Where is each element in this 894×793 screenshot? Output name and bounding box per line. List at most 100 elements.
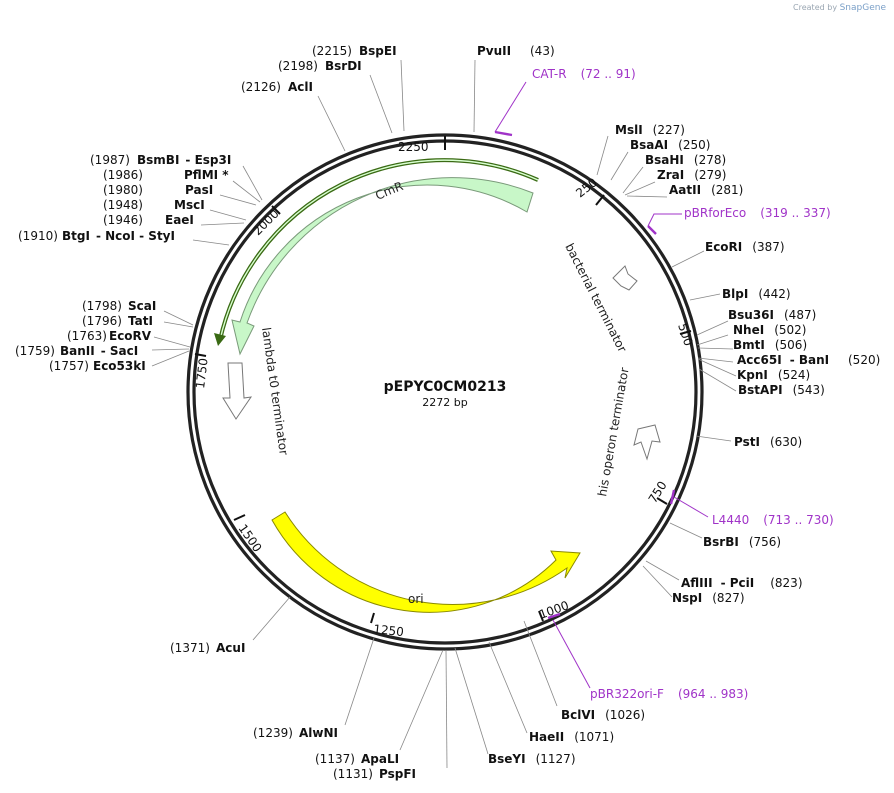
- enzyme-bsahi: BsaHI: [645, 153, 684, 167]
- enzyme-position: (281): [711, 183, 743, 197]
- enzyme-position: (1071): [574, 730, 614, 744]
- his-operon-terminator[interactable]: [633, 424, 661, 461]
- enzyme-tati: TatI: [128, 314, 153, 328]
- ori-feature[interactable]: [271, 511, 581, 613]
- enzyme-pflmi: PflMI *: [184, 168, 229, 182]
- enzyme-ecori: EcoRI: [705, 240, 742, 254]
- primer-pbrforeco: pBRforEco: [684, 206, 746, 220]
- enzyme-bstapi: BstAPI: [738, 383, 783, 397]
- enzyme-extra-bani: - BanI: [790, 353, 829, 367]
- enzyme-btgi: BtgI: [62, 229, 90, 243]
- backbone-outer: [186, 133, 704, 651]
- enzyme-bspei: BspEI: [359, 44, 397, 58]
- his-operon-terminator-label: his operon terminator: [595, 366, 631, 497]
- tick-1250: 1250: [373, 622, 405, 639]
- enzyme-aatii: AatII: [669, 183, 701, 197]
- enzyme-pspfi: PspFI: [379, 767, 416, 781]
- enzyme-position: (1987): [90, 153, 130, 167]
- snapgene-logo-text: SnapGene: [839, 3, 886, 13]
- bacterial-terminator[interactable]: [612, 265, 638, 291]
- enzyme-apali: ApaLI: [361, 752, 399, 766]
- enzyme-extra-saci: - SacI: [101, 344, 138, 358]
- enzyme-bsrbi: BsrBI: [703, 535, 739, 549]
- enzyme-position: (1763): [67, 329, 107, 343]
- enzyme-position: (543): [793, 383, 825, 397]
- enzyme-pvuii: PvuII: [477, 44, 511, 58]
- lambda-t0-terminator-label: lambda t0 terminator: [259, 326, 291, 455]
- enzyme-haeii: HaeII: [529, 730, 564, 744]
- enzyme-acui: AcuI: [216, 641, 245, 655]
- enzyme-msci: MscI: [174, 198, 205, 212]
- enzyme-position: (827): [712, 591, 744, 605]
- cmr-label: CmR: [373, 179, 405, 203]
- primer-range: (964 .. 983): [678, 687, 748, 701]
- enzyme-extra-esp3i: - Esp3I: [185, 153, 231, 167]
- tick-500: 500: [675, 322, 695, 348]
- enzyme-bmti: BmtI: [733, 338, 765, 352]
- enzyme-position: (524): [778, 368, 810, 382]
- enzyme-psti: PstI: [734, 435, 760, 449]
- enzyme-eco53ki: Eco53kI: [93, 359, 146, 373]
- primer-labels: CAT-R(72 .. 91)pBRforEco(319 .. 337)L444…: [532, 67, 834, 701]
- enzyme-position: (279): [694, 168, 726, 182]
- enzyme-labels: (2215)BspEI(2198)BsrDI(2126)AclIPvuII(43…: [15, 44, 880, 781]
- plasmid-name: pEPYC0CM0213: [384, 379, 507, 395]
- cmr-feature-outline-head: [214, 333, 226, 346]
- primer-l4440: L4440: [712, 513, 749, 527]
- enzyme-acli: AclI: [288, 80, 313, 94]
- enzyme-position: (1759): [15, 344, 55, 358]
- enzyme-position: (1946): [103, 213, 143, 227]
- snapgene-brand: Created by SnapGene: [793, 3, 886, 13]
- enzyme-position: (1948): [103, 198, 143, 212]
- enzyme-extra-pcii: - PciI: [721, 576, 755, 590]
- enzyme-position: (2126): [241, 80, 281, 94]
- enzyme-position: (823): [770, 576, 802, 590]
- enzyme-position: (756): [749, 535, 781, 549]
- enzyme-position: (487): [784, 308, 816, 322]
- ori-label: ori: [408, 592, 424, 606]
- enzyme-position: (278): [694, 153, 726, 167]
- created-by-text: Created by: [793, 3, 838, 12]
- enzyme-position: (1131): [333, 767, 373, 781]
- tick-1750: 1750: [193, 357, 211, 389]
- enzyme-position: (506): [775, 338, 807, 352]
- enzyme-extra-ncoi-styi: - NcoI - StyI: [96, 229, 175, 243]
- enzyme-bsaai: BsaAI: [630, 138, 668, 152]
- enzyme-position: (1137): [315, 752, 355, 766]
- bacterial-terminator-label: bacterial terminator: [562, 241, 629, 355]
- enzyme-msli: MslI: [615, 123, 643, 137]
- enzyme-ecorv: EcoRV: [109, 329, 152, 343]
- enzyme-eaei: EaeI: [165, 213, 194, 227]
- enzyme-nspi: NspI: [672, 591, 702, 605]
- enzyme-pasi: PasI: [185, 183, 213, 197]
- tick-750: 750: [646, 479, 670, 506]
- enzyme-position: (2215): [312, 44, 352, 58]
- cmr-feature[interactable]: [231, 177, 534, 356]
- enzyme-position: (630): [770, 435, 802, 449]
- primer-range: (72 .. 91): [581, 67, 636, 81]
- tick-2250: 2250: [398, 140, 429, 154]
- enzyme-scai: ScaI: [128, 299, 156, 313]
- enzyme-position: (227): [653, 123, 685, 137]
- lambda-t0-terminator[interactable]: [222, 362, 253, 420]
- primer-cat-r: CAT-R: [532, 67, 567, 81]
- plasmid-length: 2272 bp: [422, 396, 467, 409]
- enzyme-position: (1026): [605, 708, 645, 722]
- enzyme-leader-lines: [151, 59, 737, 769]
- enzyme-acc65i: Acc65I: [737, 353, 782, 367]
- enzyme-position: (1239): [253, 726, 293, 740]
- enzyme-position: (250): [678, 138, 710, 152]
- enzyme-position: (442): [758, 287, 790, 301]
- enzyme-bsu36i: Bsu36I: [728, 308, 774, 322]
- enzyme-zrai: ZraI: [657, 168, 684, 182]
- enzyme-afliii: AflIII: [681, 576, 713, 590]
- enzyme-bsrdi: BsrDI: [325, 59, 362, 73]
- enzyme-position: (1371): [170, 641, 210, 655]
- enzyme-position: (387): [752, 240, 784, 254]
- enzyme-position: (1798): [82, 299, 122, 313]
- enzyme-position: (2198): [278, 59, 318, 73]
- enzyme-bseyi: BseYI: [488, 752, 526, 766]
- enzyme-nhei: NheI: [733, 323, 764, 337]
- enzyme-position: (1910): [18, 229, 58, 243]
